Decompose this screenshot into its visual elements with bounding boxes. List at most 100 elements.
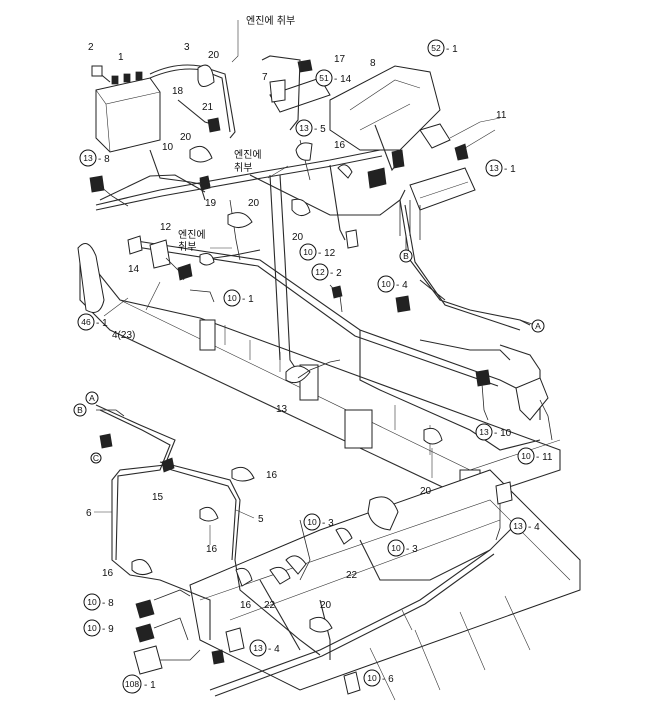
svg-text:10: 10 [87, 623, 97, 633]
circle-10-12 [299, 243, 317, 261]
label-10: 10 [162, 142, 174, 153]
svg-text:10: 10 [381, 279, 391, 289]
svg-text:B: B [77, 405, 83, 415]
label-10-3: - 3 [406, 544, 418, 555]
circle-13-8 [79, 149, 97, 167]
label-6: 6 [86, 508, 92, 519]
svg-text:C: C [93, 453, 99, 463]
label-12: 12 [160, 222, 172, 233]
note-engine-mount-left-2: 취부 [178, 241, 196, 253]
svg-text:13: 13 [479, 427, 489, 437]
label-2: 2 [88, 42, 94, 53]
svg-text:12: 12 [315, 267, 325, 277]
label-10-3: - 3 [322, 518, 334, 529]
svg-text:13: 13 [83, 153, 93, 163]
note-engine-mount-mid-2: 취부 [234, 162, 252, 174]
circle-13-4a [509, 517, 527, 535]
label-21: 21 [202, 102, 214, 113]
label-52-1: - 1 [446, 44, 458, 55]
circle-A-bottom [85, 391, 99, 405]
note-engine-mount-left-1: 엔진에 [178, 229, 206, 241]
upper-harness [89, 20, 553, 451]
lower-harness [94, 404, 581, 701]
label-15: 15 [152, 492, 164, 503]
label-1: 1 [118, 52, 124, 63]
label-10-12: - 12 [318, 248, 336, 259]
circle-108 [122, 674, 142, 694]
circle-10-11 [517, 447, 535, 465]
svg-text:10: 10 [307, 517, 317, 527]
svg-text:10: 10 [367, 673, 377, 683]
svg-text:51: 51 [319, 73, 329, 83]
label-51-14: - 14 [334, 74, 352, 85]
svg-text:10: 10 [87, 597, 97, 607]
circle-13-5 [295, 119, 313, 137]
frame-bracket-46-1 [77, 243, 105, 313]
label-14: 14 [128, 264, 140, 275]
svg-text:10: 10 [303, 247, 313, 257]
svg-text:108: 108 [125, 679, 139, 689]
svg-text:13: 13 [513, 521, 523, 531]
label-5: 5 [258, 514, 264, 525]
svg-text:10: 10 [391, 543, 401, 553]
battery [95, 77, 161, 153]
label-11: 11 [496, 110, 507, 121]
label-16: 16 [240, 600, 252, 611]
circle-10-1 [223, 289, 241, 307]
svg-text:13: 13 [253, 643, 263, 653]
label-10-11: - 11 [536, 452, 553, 463]
circle-46 [77, 313, 95, 331]
part-labels: 2 1 3 20 21 18 20 10 19 - 8 7 17 - 14 - … [86, 42, 553, 691]
label-8: 8 [370, 58, 376, 69]
circle-10-6 [363, 669, 381, 687]
svg-text:A: A [535, 321, 541, 331]
circle-13-1 [485, 159, 503, 177]
label-22: 22 [264, 600, 276, 611]
part-51-14 [269, 77, 331, 113]
label-16: 16 [206, 544, 218, 555]
label-13: 13 [276, 404, 288, 415]
label-20: 20 [292, 232, 304, 243]
label-16: 16 [266, 470, 278, 481]
label-10-1: - 1 [242, 294, 254, 305]
circle-10-8 [83, 593, 101, 611]
label-3: 3 [184, 42, 190, 53]
svg-text:13: 13 [299, 123, 309, 133]
label-10-9: - 9 [102, 624, 114, 635]
circle-C [90, 452, 102, 464]
label-18: 18 [172, 86, 184, 97]
note-engine-mount-mid-1: 엔진에 [234, 149, 262, 161]
label-46-1: - 1 [96, 318, 108, 329]
label-108-1: - 1 [144, 680, 156, 691]
label-13-5: - 5 [314, 124, 326, 135]
circle-13-10 [475, 423, 493, 441]
label-17: 17 [334, 54, 346, 65]
label-13-4: - 4 [268, 644, 280, 655]
label-10-6: - 6 [382, 674, 394, 685]
label-16: 16 [334, 140, 346, 151]
battery-terminal-2 [91, 65, 103, 77]
circle-10-4 [377, 275, 395, 293]
label-20: 20 [320, 600, 332, 611]
label-10-4: - 4 [396, 280, 408, 291]
circle-10-9 [83, 619, 101, 637]
korean-notes: 엔진에 취부 엔진에 취부 엔진에 취부 [178, 15, 295, 253]
svg-text:46: 46 [81, 317, 91, 327]
svg-text:B: B [403, 251, 409, 261]
svg-text:10: 10 [521, 451, 531, 461]
label-22: 22 [346, 570, 358, 581]
label-10-8: - 8 [102, 598, 114, 609]
circle-B-top [399, 249, 413, 263]
label-20: 20 [180, 132, 192, 143]
label-13-8: - 8 [98, 154, 110, 165]
label-4-23: 4(23) [112, 330, 135, 341]
svg-text:A: A [89, 393, 95, 403]
label-13-1: - 1 [504, 164, 516, 175]
label-20: 20 [420, 486, 432, 497]
circle-13-4b [249, 639, 267, 657]
circle-12-2 [311, 263, 329, 281]
circle-B-bottom [73, 403, 87, 417]
svg-text:10: 10 [227, 293, 237, 303]
